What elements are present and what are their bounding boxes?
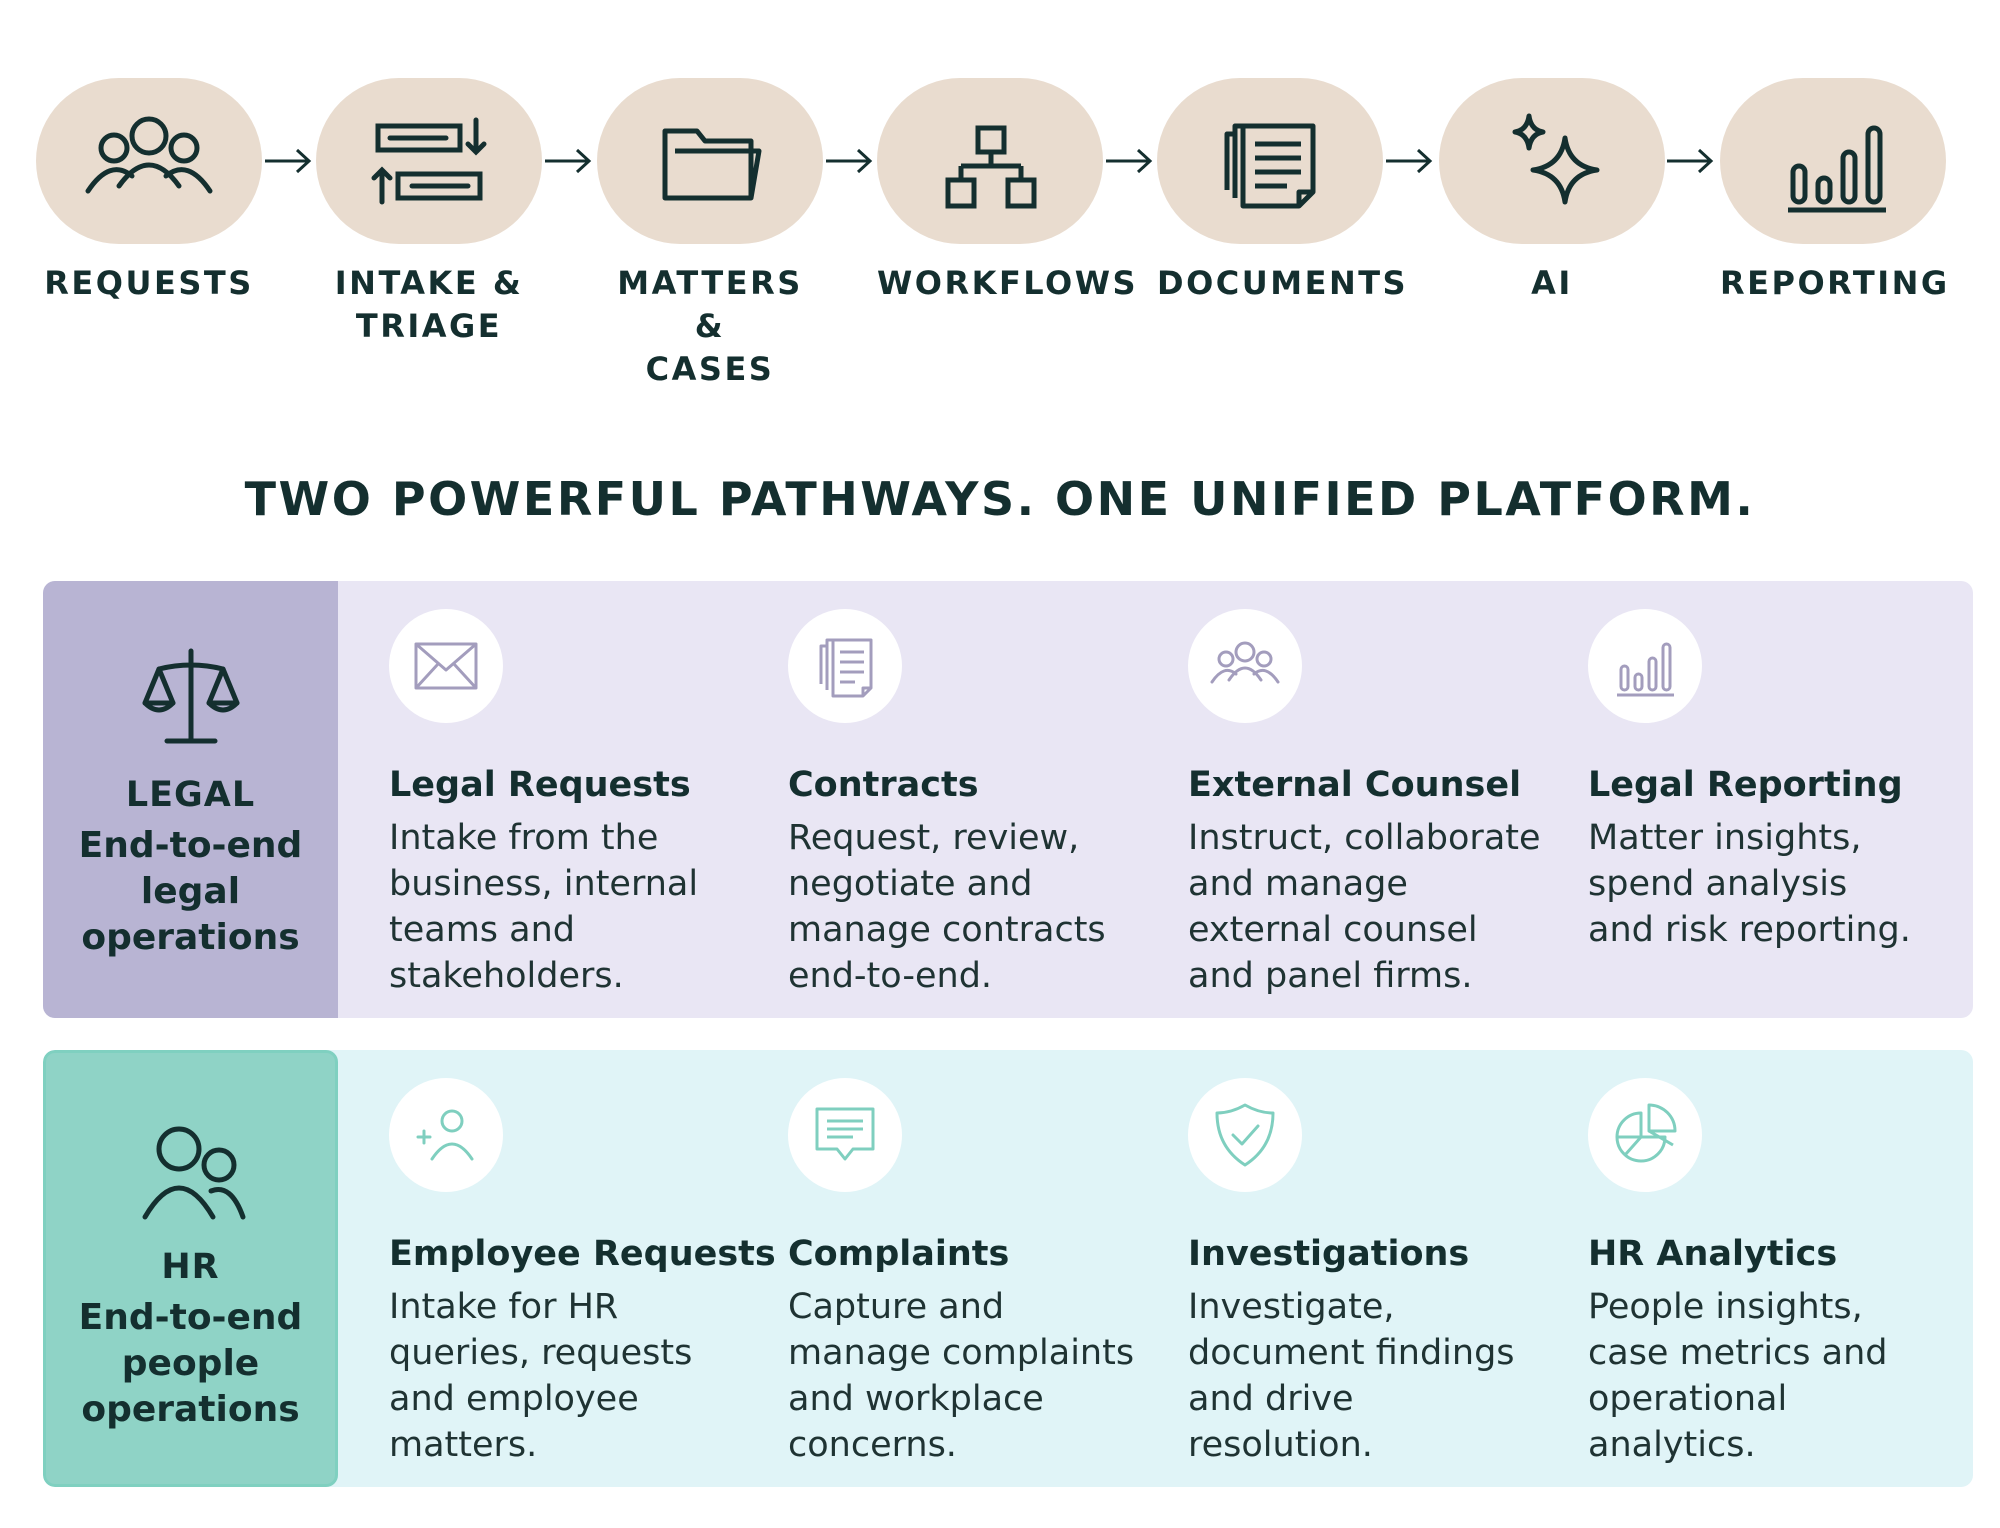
card-description: Intake for HR queries, requests and empl…	[389, 1287, 693, 1465]
pie-chart-icon	[1615, 1103, 1677, 1163]
card-icon-circle	[1588, 609, 1702, 723]
card-description: Investigate, document findings and drive…	[1188, 1287, 1515, 1465]
sparkle-icon	[1512, 113, 1600, 205]
documents-icon	[1224, 123, 1316, 209]
card-icon-circle	[1188, 609, 1302, 723]
card-description: Instruct, collaborate and manage externa…	[1188, 818, 1541, 996]
pipeline-step-reporting[interactable]: REPORTING	[1720, 78, 1950, 305]
step-label: REPORTING	[1720, 264, 1950, 302]
legal-subtitle: End-to-end legal operations	[78, 825, 303, 958]
card-description: Capture and manage complaints and workpl…	[788, 1287, 1135, 1465]
envelope-icon	[414, 642, 478, 690]
arrow-right-icon	[1667, 148, 1714, 174]
card-title: Legal Reporting	[1588, 765, 1903, 805]
card-investigations[interactable]: Investigations Investigate, document fin…	[1188, 1078, 1578, 1468]
pipeline-step-documents[interactable]: DOCUMENTS	[1157, 78, 1409, 305]
card-title: Employee Requests	[389, 1234, 776, 1274]
step-label: MATTERS & CASES	[617, 264, 803, 388]
card-legal-reporting[interactable]: Legal Reporting Matter insights, spend a…	[1588, 609, 1973, 953]
card-icon-circle	[788, 609, 902, 723]
card-description: Matter insights, spend analysis and risk…	[1588, 818, 1911, 950]
card-description: Request, review, negotiate and manage co…	[788, 818, 1106, 996]
arrow-right-icon	[1386, 148, 1433, 174]
arrow-right-icon	[1106, 148, 1153, 174]
step-label: DOCUMENTS	[1157, 264, 1409, 302]
card-icon-circle	[389, 609, 503, 723]
add-user-icon	[416, 1109, 474, 1161]
step-pill	[1720, 78, 1946, 244]
card-hr-analytics[interactable]: HR Analytics People insights, case metri…	[1588, 1078, 1973, 1468]
users-group-icon	[1210, 641, 1280, 684]
shield-check-icon	[1215, 1103, 1275, 1167]
step-pill	[597, 78, 823, 244]
process-pipeline: REQUESTS INTAKE & TRIAGE MATTERS & CASES	[0, 0, 2000, 388]
step-label: REQUESTS	[44, 264, 254, 302]
hr-cards: Employee Requests Intake for HR queries,…	[389, 1050, 1973, 1487]
step-pill	[877, 78, 1103, 244]
bar-chart-icon	[1788, 125, 1886, 213]
folder-icon	[662, 128, 762, 201]
pipeline-step-intake-triage[interactable]: INTAKE & TRIAGE	[316, 78, 542, 348]
headline: TWO POWERFUL PATHWAYS. ONE UNIFIED PLATF…	[244, 472, 1756, 526]
two-people-icon	[142, 1126, 245, 1220]
card-title: External Counsel	[1188, 765, 1522, 805]
step-pill	[1439, 78, 1665, 244]
step-label: WORKFLOWS	[877, 264, 1139, 302]
hr-pathway-panel: HR End-to-end people operations Employee…	[43, 1050, 1973, 1487]
card-title: Contracts	[788, 765, 979, 805]
pipeline-step-matters-cases[interactable]: MATTERS & CASES	[597, 78, 823, 391]
step-pill	[1157, 78, 1383, 244]
legal-sidebar[interactable]: LEGAL End-to-end legal operations	[43, 581, 338, 1018]
pipeline-step-requests[interactable]: REQUESTS	[36, 78, 262, 305]
card-description: Intake from the business, internal teams…	[389, 818, 699, 996]
arrow-right-icon	[265, 148, 312, 174]
card-title: Investigations	[1188, 1234, 1470, 1274]
card-title: HR Analytics	[1588, 1234, 1838, 1274]
card-legal-requests[interactable]: Legal Requests Intake from the business,…	[389, 609, 779, 999]
card-title: Complaints	[788, 1234, 1010, 1274]
card-description: People insights, case metrics and operat…	[1588, 1287, 1888, 1465]
hr-sidebar[interactable]: HR End-to-end people operations	[43, 1050, 338, 1487]
step-pill	[316, 78, 542, 244]
card-employee-requests[interactable]: Employee Requests Intake for HR queries,…	[389, 1078, 779, 1468]
legal-cards: Legal Requests Intake from the business,…	[389, 581, 1973, 1018]
card-icon-circle	[389, 1078, 503, 1192]
step-label: INTAKE & TRIAGE	[334, 264, 524, 345]
card-title: Legal Requests	[389, 765, 691, 805]
card-icon-circle	[788, 1078, 902, 1192]
card-icon-circle	[1588, 1078, 1702, 1192]
workflow-hierarchy-icon	[945, 125, 1037, 209]
intake-triage-icon	[371, 117, 487, 205]
bar-chart-icon	[1617, 642, 1674, 697]
legal-title: LEGAL	[125, 775, 256, 815]
step-label: AI	[1531, 264, 1573, 302]
step-pill	[36, 78, 262, 244]
card-contracts[interactable]: Contracts Request, review, negotiate and…	[788, 609, 1178, 999]
card-icon-circle	[1188, 1078, 1302, 1192]
hr-title: HR	[161, 1247, 220, 1287]
card-complaints[interactable]: Complaints Capture and manage complaints…	[788, 1078, 1178, 1468]
pipeline-step-workflows[interactable]: WORKFLOWS	[877, 78, 1139, 305]
pipeline-step-ai[interactable]: AI	[1439, 78, 1665, 305]
documents-icon	[819, 638, 873, 698]
chat-bubble-icon	[815, 1107, 875, 1161]
scales-icon	[142, 648, 239, 744]
card-external-counsel[interactable]: External Counsel Instruct, collaborate a…	[1188, 609, 1578, 999]
users-group-icon	[85, 116, 213, 194]
hr-subtitle: End-to-end people operations	[78, 1297, 303, 1430]
arrow-right-icon	[545, 148, 592, 174]
legal-pathway-panel: LEGAL End-to-end legal operations Legal …	[43, 581, 1973, 1018]
arrow-right-icon	[826, 148, 873, 174]
